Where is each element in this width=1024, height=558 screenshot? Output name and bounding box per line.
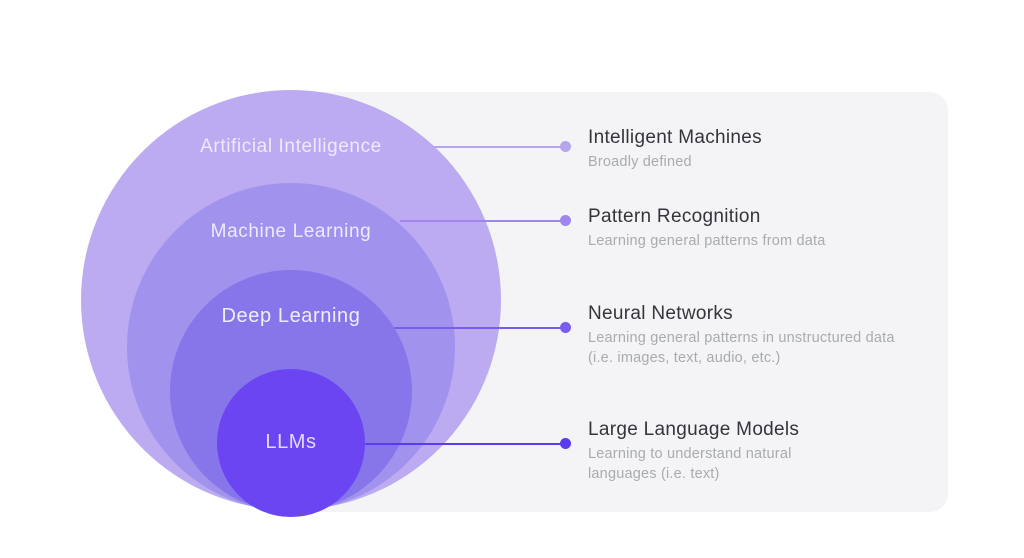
callout-large-language-models: Large Language Models Learning to unders…: [588, 418, 799, 484]
callout-subtitle-line: Learning general patterns from data: [588, 233, 826, 249]
callout-title: Neural Networks: [588, 303, 733, 324]
circle-llms: [217, 369, 365, 517]
connector-line-machine-learning: [400, 220, 565, 222]
connector-dot-deep-learning: [560, 322, 571, 333]
circle-label-artificial-intelligence: Artificial Intelligence: [200, 136, 382, 157]
callout-subtitle: Learning general patterns from data: [588, 231, 826, 251]
callout-intelligent-machines: Intelligent Machines Broadly defined: [588, 126, 762, 172]
connector-dot-llms: [560, 438, 571, 449]
callout-title: Pattern Recognition: [588, 206, 761, 227]
connector-line-artificial-intelligence: [432, 146, 565, 148]
callout-title: Intelligent Machines: [588, 127, 762, 148]
connector-line-llms: [365, 443, 565, 445]
circle-label-llms: LLMs: [265, 431, 317, 453]
callout-subtitle: Broadly defined: [588, 152, 762, 172]
callout-title: Large Language Models: [588, 419, 800, 440]
callout-subtitle: Learning general patterns in unstructure…: [588, 328, 895, 368]
callout-subtitle-line: (i.e. images, text, audio, etc.): [588, 350, 781, 366]
circle-label-machine-learning: Machine Learning: [210, 221, 372, 242]
callout-subtitle: Learning to understand natural languages…: [588, 444, 799, 484]
connector-dot-artificial-intelligence: [560, 141, 571, 152]
connector-dot-machine-learning: [560, 215, 571, 226]
callout-subtitle-line: Learning to understand natural: [588, 446, 792, 462]
connector-line-deep-learning: [394, 327, 565, 329]
callout-subtitle-line: Broadly defined: [588, 154, 692, 170]
callout-subtitle-line: languages (i.e. text): [588, 466, 720, 482]
callout-pattern-recognition: Pattern Recognition Learning general pat…: [588, 205, 826, 251]
callout-subtitle-line: Learning general patterns in unstructure…: [588, 330, 895, 346]
circle-label-deep-learning: Deep Learning: [221, 305, 361, 327]
callout-neural-networks: Neural Networks Learning general pattern…: [588, 302, 895, 368]
